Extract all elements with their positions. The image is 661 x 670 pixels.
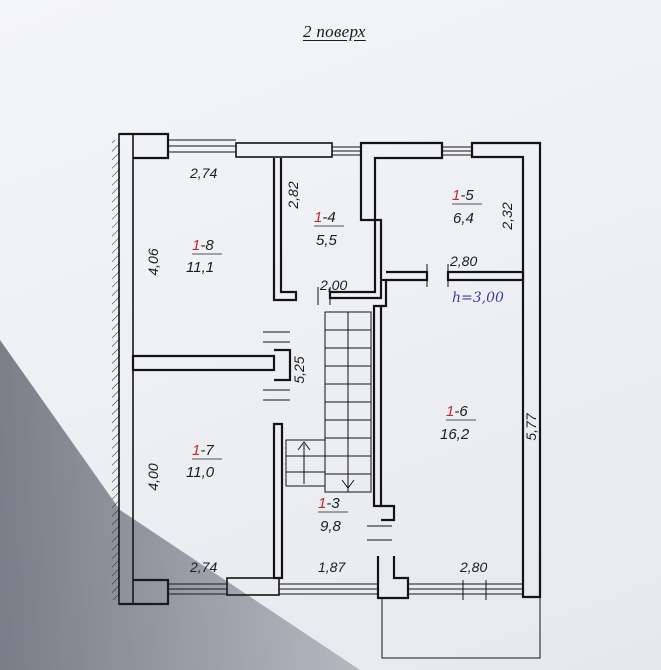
dim-1-4-height: 2,82 xyxy=(285,181,301,209)
dim-1-8-width: 2,74 xyxy=(189,165,217,181)
svg-text:6,4: 6,4 xyxy=(453,210,474,227)
svg-text:5,5: 5,5 xyxy=(316,232,338,249)
height-note: h=3,00 xyxy=(452,290,504,306)
dim-1-8-height: 4,06 xyxy=(145,248,161,275)
room-label-1-6: 1-6 16,2 xyxy=(440,403,476,443)
room-label-1-8: 1-8 11,1 xyxy=(186,237,222,276)
room-label-1-5: 1-5 6,4 xyxy=(452,187,482,227)
room-label-1-4: 1-4 5,5 xyxy=(314,209,344,249)
staircase xyxy=(285,311,372,493)
svg-text:1-6: 1-6 xyxy=(446,403,468,420)
svg-text:1-7: 1-7 xyxy=(192,442,214,459)
dim-1-3-width: 1,87 xyxy=(318,559,346,575)
svg-text:1-3: 1-3 xyxy=(318,495,340,512)
dim-1-6-height: 5,77 xyxy=(523,412,539,440)
dim-1-7-height: 4,00 xyxy=(145,463,161,490)
svg-text:1-4: 1-4 xyxy=(314,209,336,226)
svg-text:16,2: 16,2 xyxy=(440,426,470,443)
dim-1-6-width: 2,80 xyxy=(459,559,487,575)
dim-1-5-height: 2,32 xyxy=(499,202,515,230)
svg-text:1-5: 1-5 xyxy=(452,187,474,204)
svg-text:1-8: 1-8 xyxy=(192,237,214,254)
dim-corridor-height: 5,25 xyxy=(291,356,307,383)
room-label-1-3: 1-3 9,8 xyxy=(318,495,348,535)
svg-text:11,0: 11,0 xyxy=(186,464,215,481)
dim-1-7-width: 2,74 xyxy=(189,559,217,575)
svg-text:9,8: 9,8 xyxy=(320,518,342,535)
svg-text:11,1: 11,1 xyxy=(186,259,214,276)
dim-1-5-width: 2,80 xyxy=(449,253,477,269)
room-label-1-7: 1-7 11,0 xyxy=(186,442,222,481)
dim-corridor-width: 2,00 xyxy=(319,277,347,293)
floor-title: 2 поверх xyxy=(303,22,366,41)
